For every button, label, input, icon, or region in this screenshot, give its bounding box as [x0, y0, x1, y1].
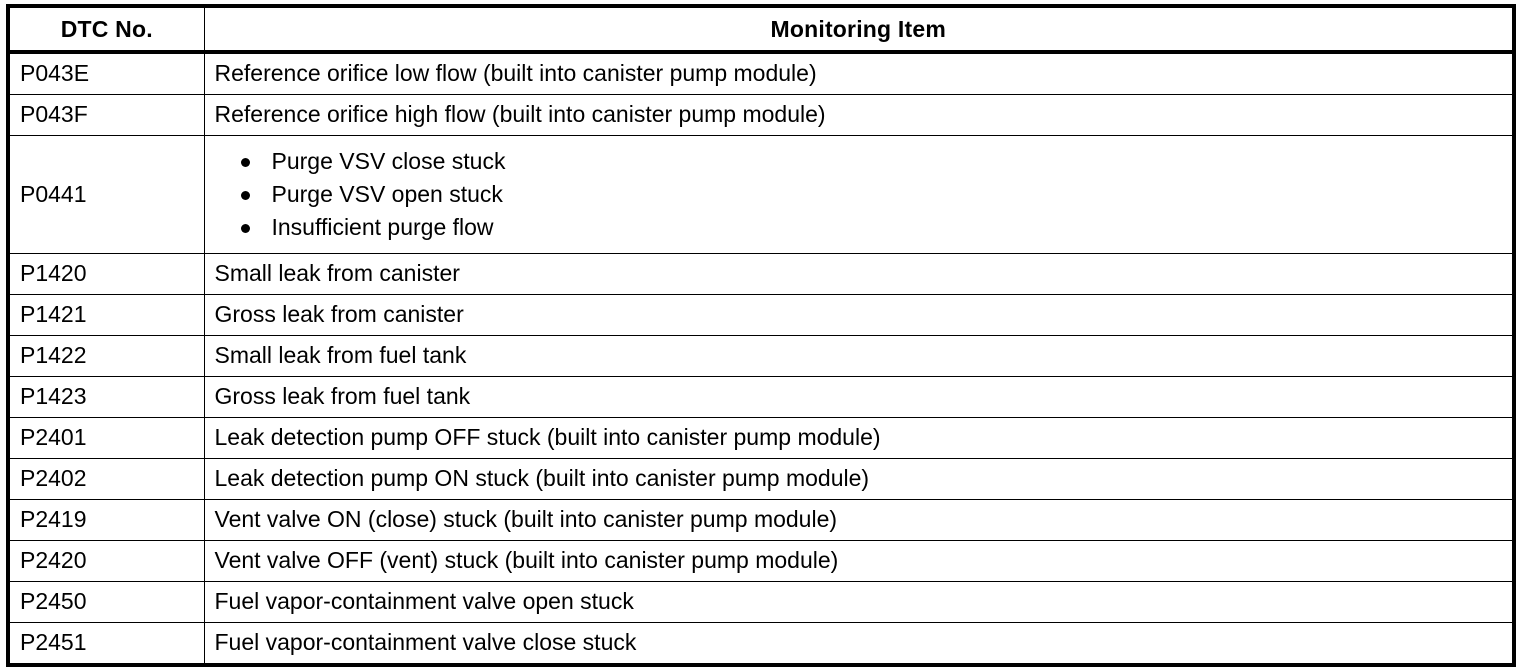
- cell-dtc-no: P2420: [8, 540, 205, 582]
- monitoring-item-bullet: Insufficient purge flow: [215, 211, 1513, 244]
- cell-dtc-no: P043E: [8, 51, 205, 95]
- cell-monitoring-item: Fuel vapor-containment valve close stuck: [203, 622, 1514, 665]
- bullet-dot-icon: [240, 224, 250, 233]
- cell-dtc-no: P043F: [8, 94, 205, 136]
- bullet-label: Purge VSV close stuck: [271, 148, 506, 174]
- monitoring-item-bullet: Purge VSV open stuck: [215, 178, 1513, 211]
- cell-monitoring-item: Vent valve ON (close) stuck (built into …: [203, 499, 1514, 541]
- cell-dtc-no: P2401: [8, 417, 205, 459]
- cell-monitoring-item: Reference orifice high flow (built into …: [203, 94, 1514, 136]
- cell-dtc-no: P2451: [8, 622, 205, 665]
- cell-dtc-no: P0441: [8, 135, 205, 254]
- monitoring-item-bullet: Purge VSV close stuck: [215, 145, 1513, 178]
- cell-monitoring-item: Small leak from fuel tank: [203, 335, 1514, 377]
- cell-monitoring-item: Gross leak from canister: [203, 294, 1514, 336]
- cell-dtc-no: P1421: [8, 294, 205, 336]
- bullet-dot-icon: [240, 158, 250, 167]
- cell-monitoring-item: Fuel vapor-containment valve open stuck: [203, 581, 1514, 623]
- cell-dtc-no: P2419: [8, 499, 205, 541]
- cell-monitoring-item: Vent valve OFF (vent) stuck (built into …: [203, 540, 1514, 582]
- column-header-monitoring-item: Monitoring Item: [203, 6, 1514, 54]
- bullet-label: Purge VSV open stuck: [271, 181, 503, 207]
- cell-dtc-no: P2450: [8, 581, 205, 623]
- cell-dtc-no: P1420: [8, 253, 205, 295]
- cell-dtc-no: P1423: [8, 376, 205, 418]
- bullet-label: Insufficient purge flow: [271, 214, 494, 240]
- cell-dtc-no: P2402: [8, 458, 205, 500]
- cell-dtc-no: P1422: [8, 335, 205, 377]
- table-header-row: DTC No. Monitoring Item: [8, 6, 1514, 54]
- bullet-dot-icon: [240, 191, 250, 200]
- cell-monitoring-item: Small leak from canister: [203, 253, 1514, 295]
- column-header-dtc-no: DTC No.: [8, 6, 205, 54]
- table-header: DTC No. Monitoring Item: [8, 6, 1514, 54]
- cell-monitoring-item: Leak detection pump ON stuck (built into…: [203, 458, 1514, 500]
- cell-monitoring-item: Reference orifice low flow (built into c…: [203, 51, 1514, 95]
- cell-monitoring-item: Gross leak from fuel tank: [203, 376, 1514, 418]
- cell-monitoring-item: Leak detection pump OFF stuck (built int…: [203, 417, 1514, 459]
